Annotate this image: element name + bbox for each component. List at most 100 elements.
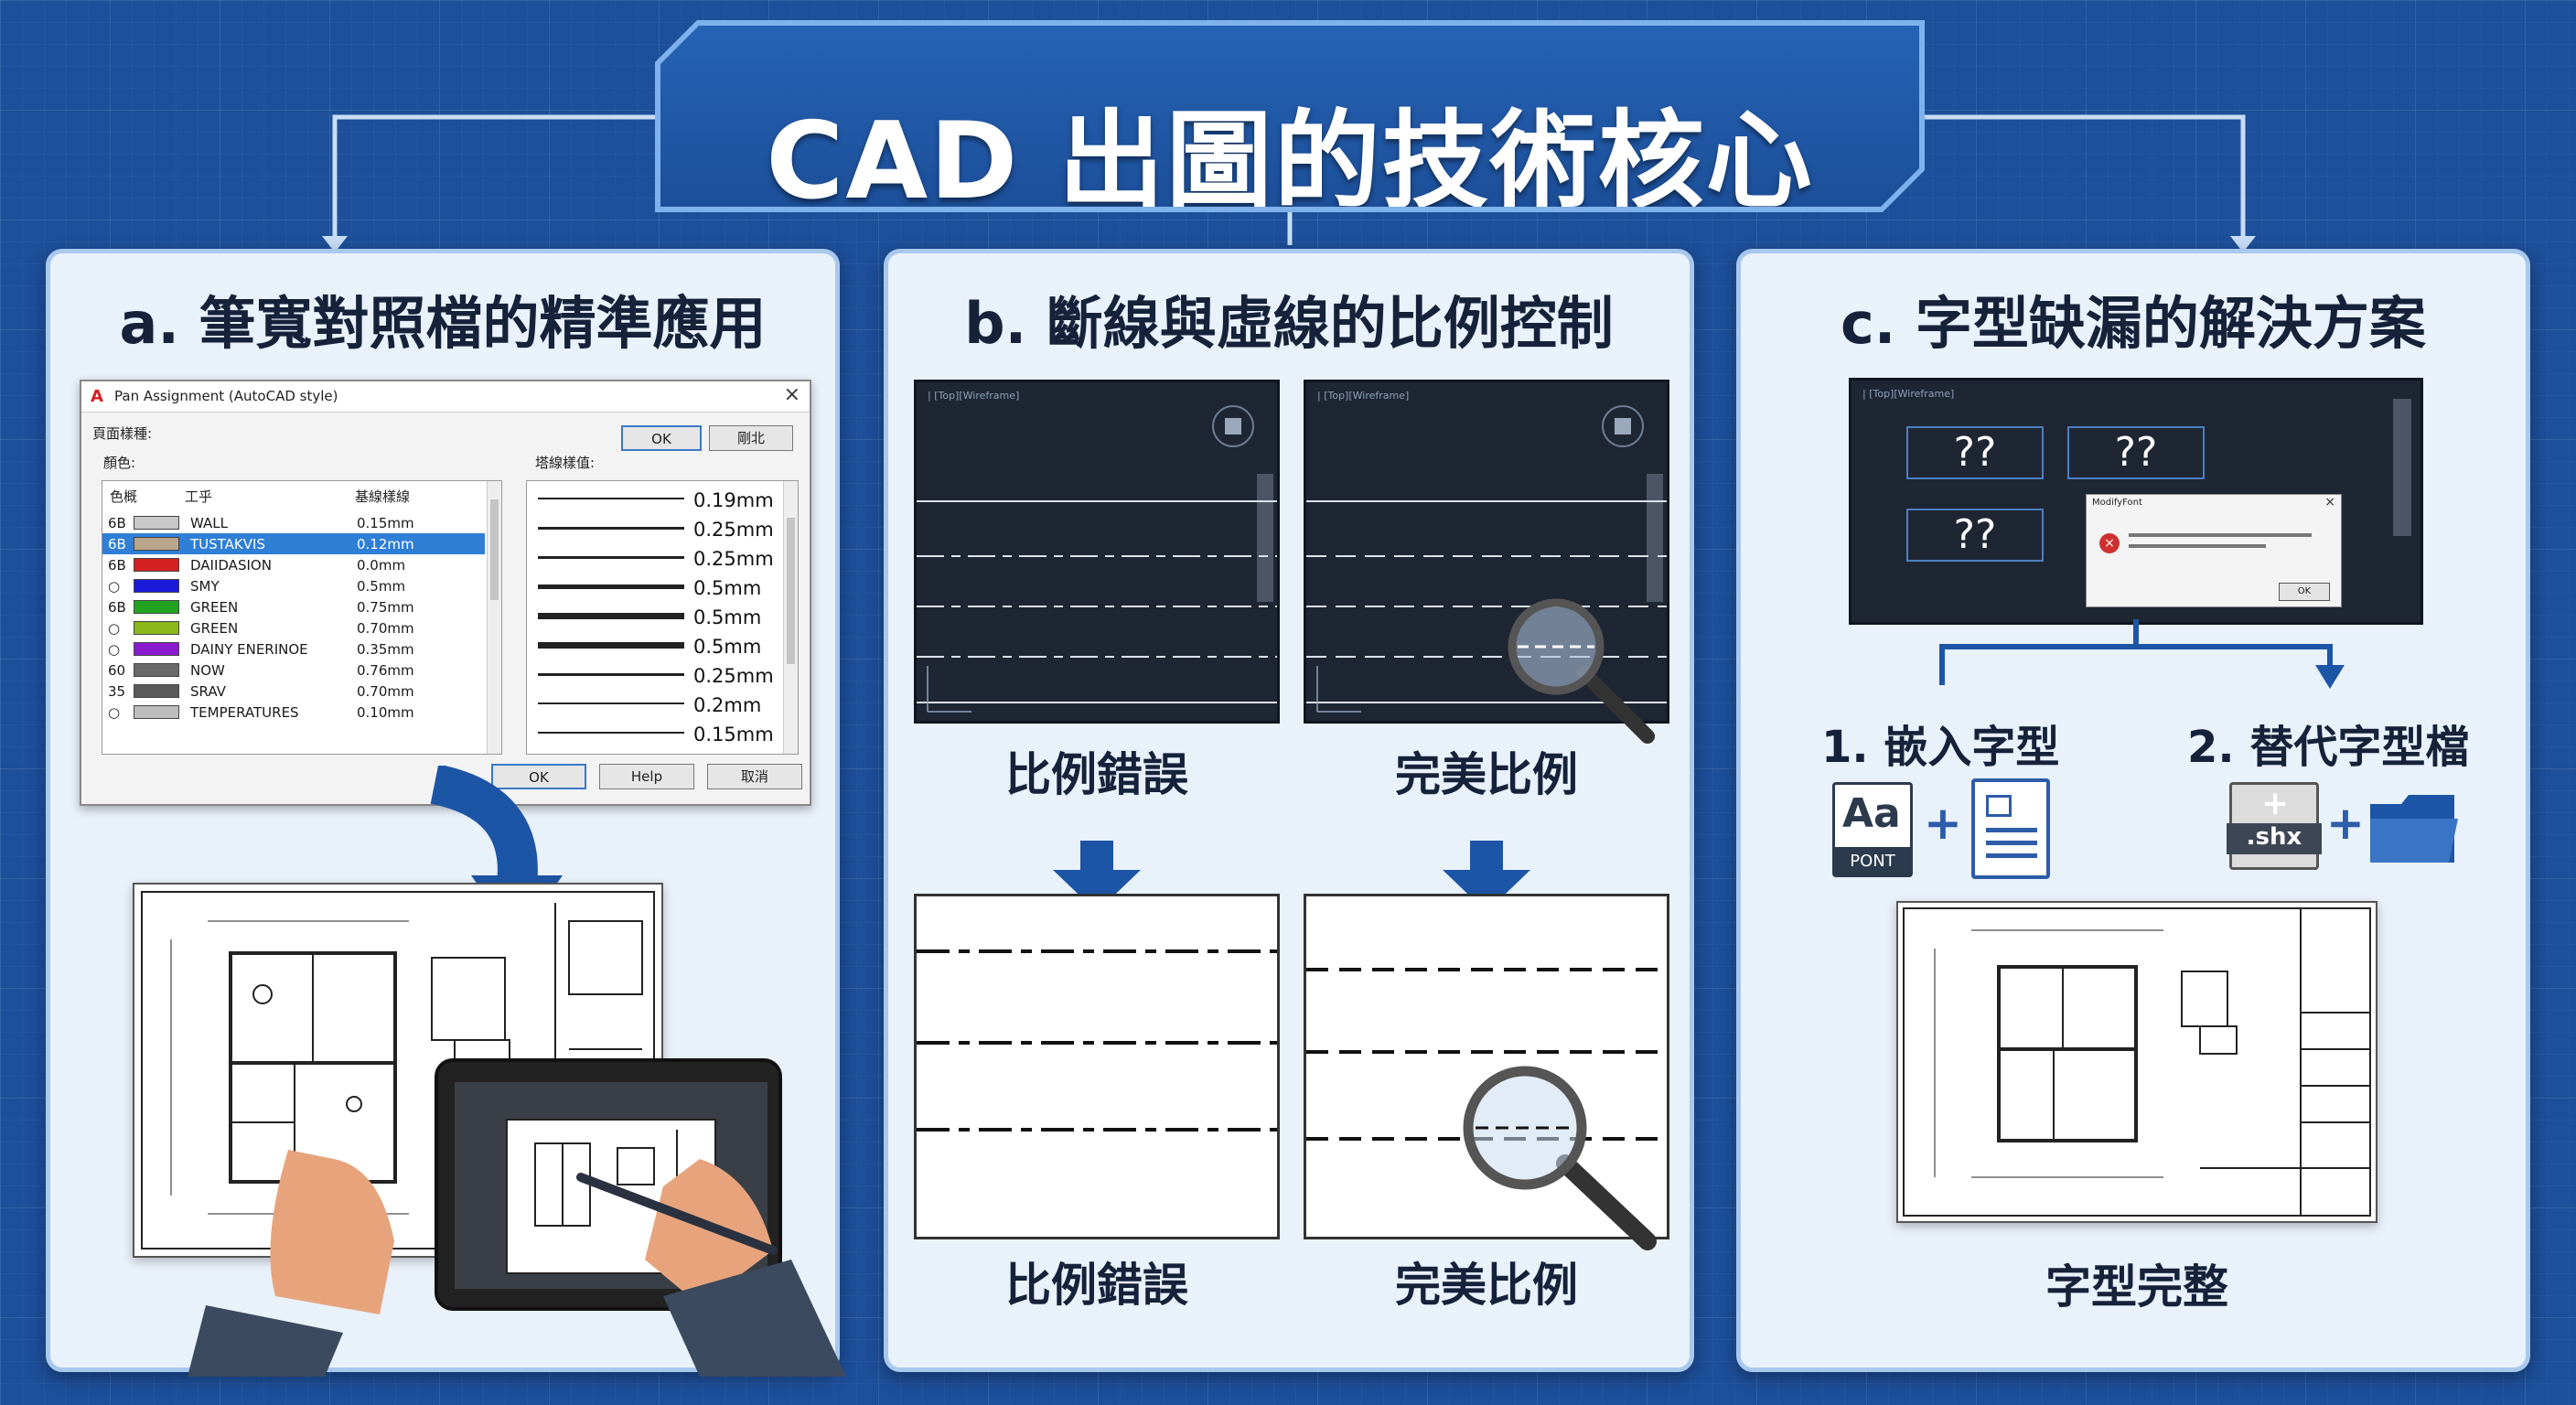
row-id: ○ — [108, 578, 121, 595]
lineweight-row[interactable]: 0.25mm — [532, 514, 779, 543]
lineweight-row[interactable]: 0.5mm — [532, 602, 779, 631]
page-title: CAD 出圖的技術核心 — [766, 100, 1814, 223]
color-label: 顏色: — [103, 455, 136, 471]
table-row[interactable]: 6B WALL 0.15mm — [102, 512, 485, 533]
table-row[interactable]: 6B TUSTAKVIS 0.12mm — [102, 533, 485, 554]
cad-screen-fonts: | [Top][Wireframe] ?? ?? ?? ModifyFont ×… — [1849, 378, 2423, 625]
color-swatch — [134, 600, 179, 614]
magnifier-icon-2 — [1463, 1066, 1657, 1250]
lineweight-row[interactable]: 0.5mm — [532, 573, 779, 602]
lineweight-row[interactable]: 0.25mm — [532, 660, 779, 690]
cancel-button[interactable]: 取消 — [707, 764, 802, 789]
step-substitute-font: 2. 替代字型檔 — [2187, 722, 2470, 773]
caption-wrong-bottom: 比例錯誤 — [1005, 1259, 1188, 1312]
lineweight-value: 0.19mm — [693, 489, 774, 511]
lineweight-value: 0.5mm — [693, 636, 762, 658]
title-connectors — [322, 114, 2256, 252]
lineweight-row[interactable]: 0.15mm — [532, 719, 779, 748]
print-preview-perfect — [1304, 894, 1669, 1239]
title-banner: CAD 出圖的技術核心 — [655, 20, 1925, 212]
plus-sign-2: + — [2326, 797, 2365, 850]
error-icon: × — [2099, 533, 2120, 553]
pen-assignment-dialog: A Pan Assignment (AutoCAD style) × 頁面樣種:… — [80, 380, 811, 806]
ok-button[interactable]: OK — [491, 764, 586, 789]
lineweight-value: 0.25mm — [693, 548, 774, 570]
lineweight-sample — [538, 641, 684, 649]
row-weight: 0.15mm — [357, 515, 414, 531]
lineweight-sample — [538, 732, 684, 734]
down-arrow-icon-left — [1053, 841, 1141, 912]
help-button[interactable]: Help — [599, 764, 694, 789]
lineweight-sample — [538, 555, 684, 559]
row-id: ○ — [108, 641, 121, 658]
close-icon[interactable]: × — [783, 383, 800, 406]
row-name: SRAV — [190, 683, 226, 700]
color-table-scrollbar[interactable] — [487, 481, 501, 754]
lineweight-sample — [538, 672, 684, 676]
col-name-header: 工乎 — [185, 488, 213, 505]
top-cancel-button[interactable]: 剛北 — [709, 425, 793, 451]
lineweight-value: 0.25mm — [693, 519, 774, 541]
row-name: WALL — [190, 515, 228, 531]
group-label: 頁面樣種: — [92, 425, 153, 442]
row-weight: 0.12mm — [357, 536, 414, 552]
row-name: NOW — [190, 662, 225, 679]
top-ok-button[interactable]: OK — [621, 425, 702, 451]
row-id: 6B — [108, 515, 126, 531]
color-swatch — [134, 684, 179, 698]
lineweight-value: 0.25mm — [693, 665, 774, 687]
dialog-title: Pan Assignment (AutoCAD style) — [114, 388, 338, 404]
lineweight-scrollbar[interactable] — [783, 481, 798, 754]
font-icon-label: PONT — [1850, 852, 1895, 871]
lineweight-label: 塔線樣值: — [535, 455, 596, 471]
row-weight: 0.70mm — [357, 620, 414, 637]
lineweight-row[interactable]: 0.25mm — [532, 543, 779, 573]
missing-glyph-box-3: ?? — [1906, 509, 2044, 562]
row-weight: 0.70mm — [357, 683, 414, 700]
lineweight-row[interactable]: 0.5mm — [532, 631, 779, 660]
caption-perfect-top: 完美比例 — [1395, 748, 1578, 801]
lineweight-list[interactable]: 0.19mm 0.25mm 0.25mm 0.5mm 0.5mm 0.5mm 0.25mm 0… — [526, 480, 799, 755]
down-arrow-icon-right — [1443, 841, 1530, 912]
row-name: TUSTAKVIS — [190, 536, 265, 552]
complete-drawing-lines — [1903, 907, 2371, 1217]
lineweight-row[interactable]: 0.19mm — [532, 485, 779, 514]
row-name: TEMPERATURES — [190, 704, 299, 721]
panel-title-a: a. 筆寬對照檔的精準應用 — [119, 290, 767, 357]
row-name: GREEN — [190, 599, 239, 616]
col-color-header: 色概 — [110, 488, 138, 505]
row-id: 6B — [108, 536, 126, 552]
alert-message-lines — [2129, 533, 2312, 537]
panel-line-scale: b. 斷線與虛線的比例控制 | [Top][Wireframe] | [Top]… — [884, 249, 1694, 1372]
caption-font-complete: 字型完整 — [2045, 1260, 2228, 1314]
step-embed-font: 1. 嵌入字型 — [1821, 722, 2060, 773]
color-swatch — [134, 537, 179, 551]
alert-dialog: ModifyFont × × OK — [2086, 494, 2342, 607]
hands-illustration — [188, 1150, 846, 1377]
color-swatch — [134, 516, 179, 530]
caption-perfect-bottom: 完美比例 — [1395, 1259, 1578, 1312]
lineweight-value: 0.5mm — [693, 577, 762, 599]
magnifier-icon — [1508, 598, 1655, 744]
alert-ok-button[interactable]: OK — [2279, 583, 2330, 601]
color-swatch — [134, 579, 179, 593]
alert-close-icon[interactable]: × — [2324, 495, 2335, 509]
color-swatch — [134, 621, 179, 635]
missing-glyph-box: ?? — [1906, 426, 2044, 479]
font-glyph: Aa — [1842, 790, 1901, 837]
caption-wrong-top: 比例錯誤 — [1005, 748, 1188, 801]
panel-title-b: b. 斷線與虛線的比例控制 — [964, 290, 1614, 357]
lineweight-row[interactable]: 0.2mm — [532, 690, 779, 719]
row-name: GREEN — [190, 620, 239, 637]
lineweight-sample — [538, 702, 684, 704]
row-name: DAIIDASION — [190, 557, 272, 574]
